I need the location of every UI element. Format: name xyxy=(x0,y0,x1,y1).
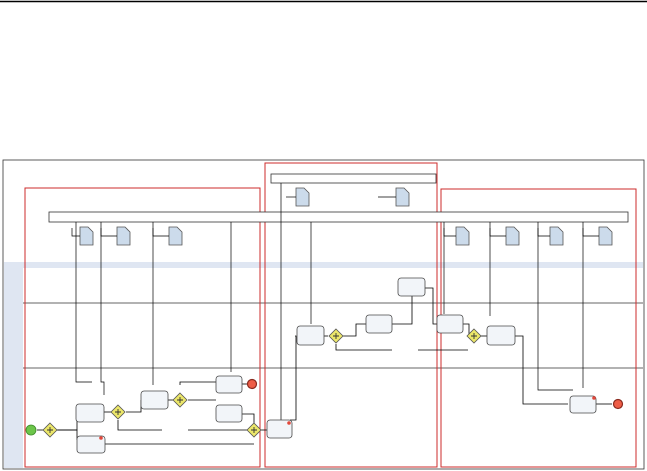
task[interactable] xyxy=(397,277,426,297)
document-icon xyxy=(100,226,131,246)
data-bar-center xyxy=(270,173,437,184)
task[interactable] xyxy=(266,419,293,439)
end-event[interactable] xyxy=(612,398,624,410)
task[interactable] xyxy=(76,435,106,454)
task-marker xyxy=(99,396,596,440)
task[interactable] xyxy=(296,325,325,346)
document-icon xyxy=(152,226,183,246)
document-icon xyxy=(582,226,613,246)
task[interactable] xyxy=(486,325,516,346)
data-bar-main xyxy=(48,211,629,223)
task[interactable] xyxy=(436,314,464,334)
task[interactable] xyxy=(365,314,393,334)
document-icon xyxy=(489,226,520,246)
region-center xyxy=(264,162,438,468)
task[interactable] xyxy=(140,390,169,410)
association-lines xyxy=(75,183,584,428)
gateway-plus-marks xyxy=(47,333,477,433)
task[interactable] xyxy=(75,403,105,423)
lane-header-band xyxy=(4,262,643,268)
task[interactable] xyxy=(215,375,243,394)
lane-band xyxy=(4,262,23,468)
document-icon xyxy=(537,226,564,246)
sequence-flows xyxy=(37,287,612,445)
document-icon xyxy=(286,187,310,207)
task[interactable] xyxy=(215,404,243,423)
end-event[interactable] xyxy=(246,378,258,390)
pool-frame xyxy=(2,159,645,470)
task[interactable] xyxy=(569,395,597,414)
document-icon xyxy=(71,226,94,246)
document-icon xyxy=(378,187,410,207)
start-event[interactable] xyxy=(25,424,37,436)
document-icon xyxy=(443,226,470,246)
region-left xyxy=(24,187,261,468)
